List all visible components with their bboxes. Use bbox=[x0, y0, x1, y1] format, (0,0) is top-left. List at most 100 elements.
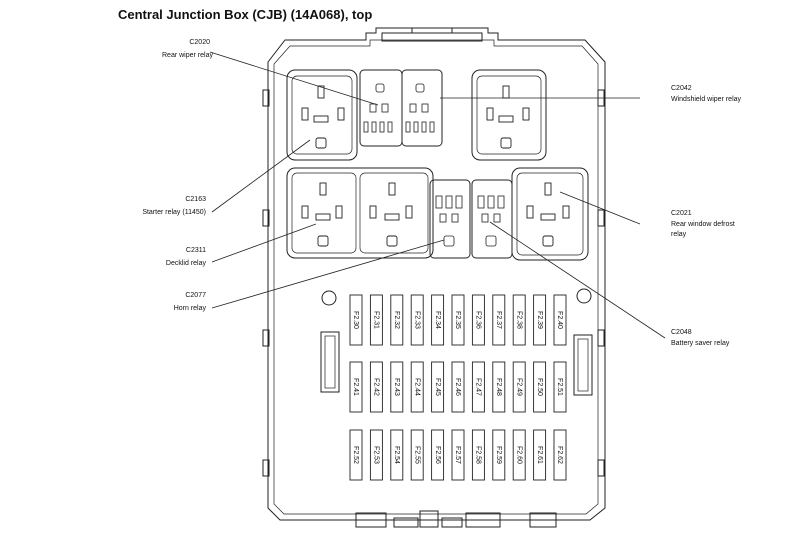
bottom-tab bbox=[393, 517, 419, 528]
fuse-label: F2.50 bbox=[536, 378, 543, 396]
fuse-body bbox=[553, 294, 567, 346]
fuse-F2-61: F2.61 bbox=[533, 429, 547, 481]
fuse-body bbox=[553, 429, 567, 481]
fuse-label: F2.47 bbox=[475, 378, 482, 396]
side-connector-left bbox=[320, 331, 340, 393]
fuse-body bbox=[533, 361, 547, 413]
fuse-body bbox=[512, 294, 526, 346]
mounting-hole bbox=[321, 290, 337, 306]
fuse-F2-34: F2.34 bbox=[431, 294, 445, 346]
relay-c2020-inner bbox=[401, 69, 443, 147]
fuse-F2-46: F2.46 bbox=[451, 361, 465, 413]
callout-desc: Windshield wiper relay bbox=[671, 96, 742, 103]
fuse-body bbox=[349, 294, 363, 346]
fuse-body bbox=[512, 361, 526, 413]
bottom-tab bbox=[441, 517, 463, 528]
fuse-F2-32: F2.32 bbox=[390, 294, 404, 346]
bottom-tab bbox=[529, 512, 557, 528]
fuse-label: F2.62 bbox=[556, 446, 563, 464]
relay-c2042 bbox=[471, 69, 547, 161]
callout-code: C2021 bbox=[671, 210, 692, 217]
callout-c2077: C2077 Horn relay bbox=[150, 289, 206, 315]
fuse-F2-52: F2.52 bbox=[349, 429, 363, 481]
fuse-F2-36: F2.36 bbox=[471, 294, 485, 346]
fuse-F2-35: F2.35 bbox=[451, 294, 465, 346]
fuse-body bbox=[512, 429, 526, 481]
fuse-body bbox=[410, 361, 424, 413]
fuse-body bbox=[369, 361, 383, 413]
fuse-F2-48: F2.48 bbox=[492, 361, 506, 413]
callout-c2020: C2020 Rear wiper relay bbox=[162, 36, 213, 62]
fuse-body bbox=[451, 429, 465, 481]
callout-c2021: C2021 Rear window defrost relay bbox=[671, 207, 737, 240]
fuse-label: F2.38 bbox=[515, 311, 522, 329]
fuse-F2-53: F2.53 bbox=[369, 429, 383, 481]
side-clip bbox=[262, 89, 270, 107]
relay-c2020 bbox=[359, 69, 403, 147]
fuse-label: F2.33 bbox=[413, 311, 420, 329]
fuse-label: F2.37 bbox=[495, 311, 502, 329]
fuse-F2-50: F2.50 bbox=[533, 361, 547, 413]
side-clip bbox=[262, 329, 270, 347]
fuse-label: F2.56 bbox=[434, 446, 441, 464]
relay-c2077 bbox=[429, 179, 471, 259]
bottom-tab bbox=[465, 512, 501, 528]
fuse-body bbox=[390, 361, 404, 413]
bottom-tab bbox=[419, 510, 439, 528]
fuse-label: F2.43 bbox=[393, 378, 400, 396]
fuse-label: F2.54 bbox=[393, 446, 400, 464]
fuse-body bbox=[471, 429, 485, 481]
fuse-body bbox=[492, 361, 506, 413]
callout-desc: Rear window defrost relay bbox=[671, 221, 735, 238]
fuse-label: F2.57 bbox=[454, 446, 461, 464]
bottom-tab bbox=[355, 512, 387, 528]
fuse-F2-60: F2.60 bbox=[512, 429, 526, 481]
callout-desc: Horn relay bbox=[173, 305, 206, 312]
fuse-label: F2.39 bbox=[536, 311, 543, 329]
fuse-label: F2.44 bbox=[413, 378, 420, 396]
side-clip bbox=[262, 459, 270, 477]
fuse-F2-33: F2.33 bbox=[410, 294, 424, 346]
fuse-body bbox=[410, 294, 424, 346]
fuse-label: F2.36 bbox=[475, 311, 482, 329]
fuse-label: F2.53 bbox=[373, 446, 380, 464]
leader-lines bbox=[209, 51, 666, 339]
fuse-F2-51: F2.51 bbox=[553, 361, 567, 413]
callout-code: C2163 bbox=[185, 196, 206, 203]
fuse-F2-41: F2.41 bbox=[349, 361, 363, 413]
fuse-label: F2.59 bbox=[495, 446, 502, 464]
fuse-label: F2.60 bbox=[515, 446, 522, 464]
fuse-F2-30: F2.30 bbox=[349, 294, 363, 346]
fuse-body bbox=[390, 294, 404, 346]
fuse-label: F2.49 bbox=[515, 378, 522, 396]
mini-relay-terminals bbox=[363, 83, 505, 247]
fuse-body bbox=[369, 294, 383, 346]
fuse-F2-38: F2.38 bbox=[512, 294, 526, 346]
callout-c2048: C2048 Battery saver relay bbox=[671, 326, 761, 349]
fuse-F2-44: F2.44 bbox=[410, 361, 424, 413]
fuse-body bbox=[431, 361, 445, 413]
fuse-label: F2.32 bbox=[393, 311, 400, 329]
fuse-label: F2.58 bbox=[475, 446, 482, 464]
fuse-F2-54: F2.54 bbox=[390, 429, 404, 481]
fuse-label: F2.61 bbox=[536, 446, 543, 464]
callout-desc: Rear wiper relay bbox=[162, 52, 213, 59]
fuse-body bbox=[410, 429, 424, 481]
fuse-F2-57: F2.57 bbox=[451, 429, 465, 481]
fuse-label: F2.42 bbox=[373, 378, 380, 396]
mounting-hole bbox=[576, 288, 592, 304]
fuse-body bbox=[471, 361, 485, 413]
fuse-body bbox=[349, 429, 363, 481]
fuse-label: F2.35 bbox=[454, 311, 461, 329]
callout-code: C2311 bbox=[185, 247, 206, 254]
fuse-label: F2.48 bbox=[495, 378, 502, 396]
fuse-body bbox=[492, 294, 506, 346]
housing-inner-outline bbox=[273, 39, 599, 515]
fuse-label: F2.40 bbox=[556, 311, 563, 329]
fuse-F2-43: F2.43 bbox=[390, 361, 404, 413]
fuse-F2-39: F2.39 bbox=[533, 294, 547, 346]
fuse-body bbox=[369, 429, 383, 481]
fuse-F2-42: F2.42 bbox=[369, 361, 383, 413]
